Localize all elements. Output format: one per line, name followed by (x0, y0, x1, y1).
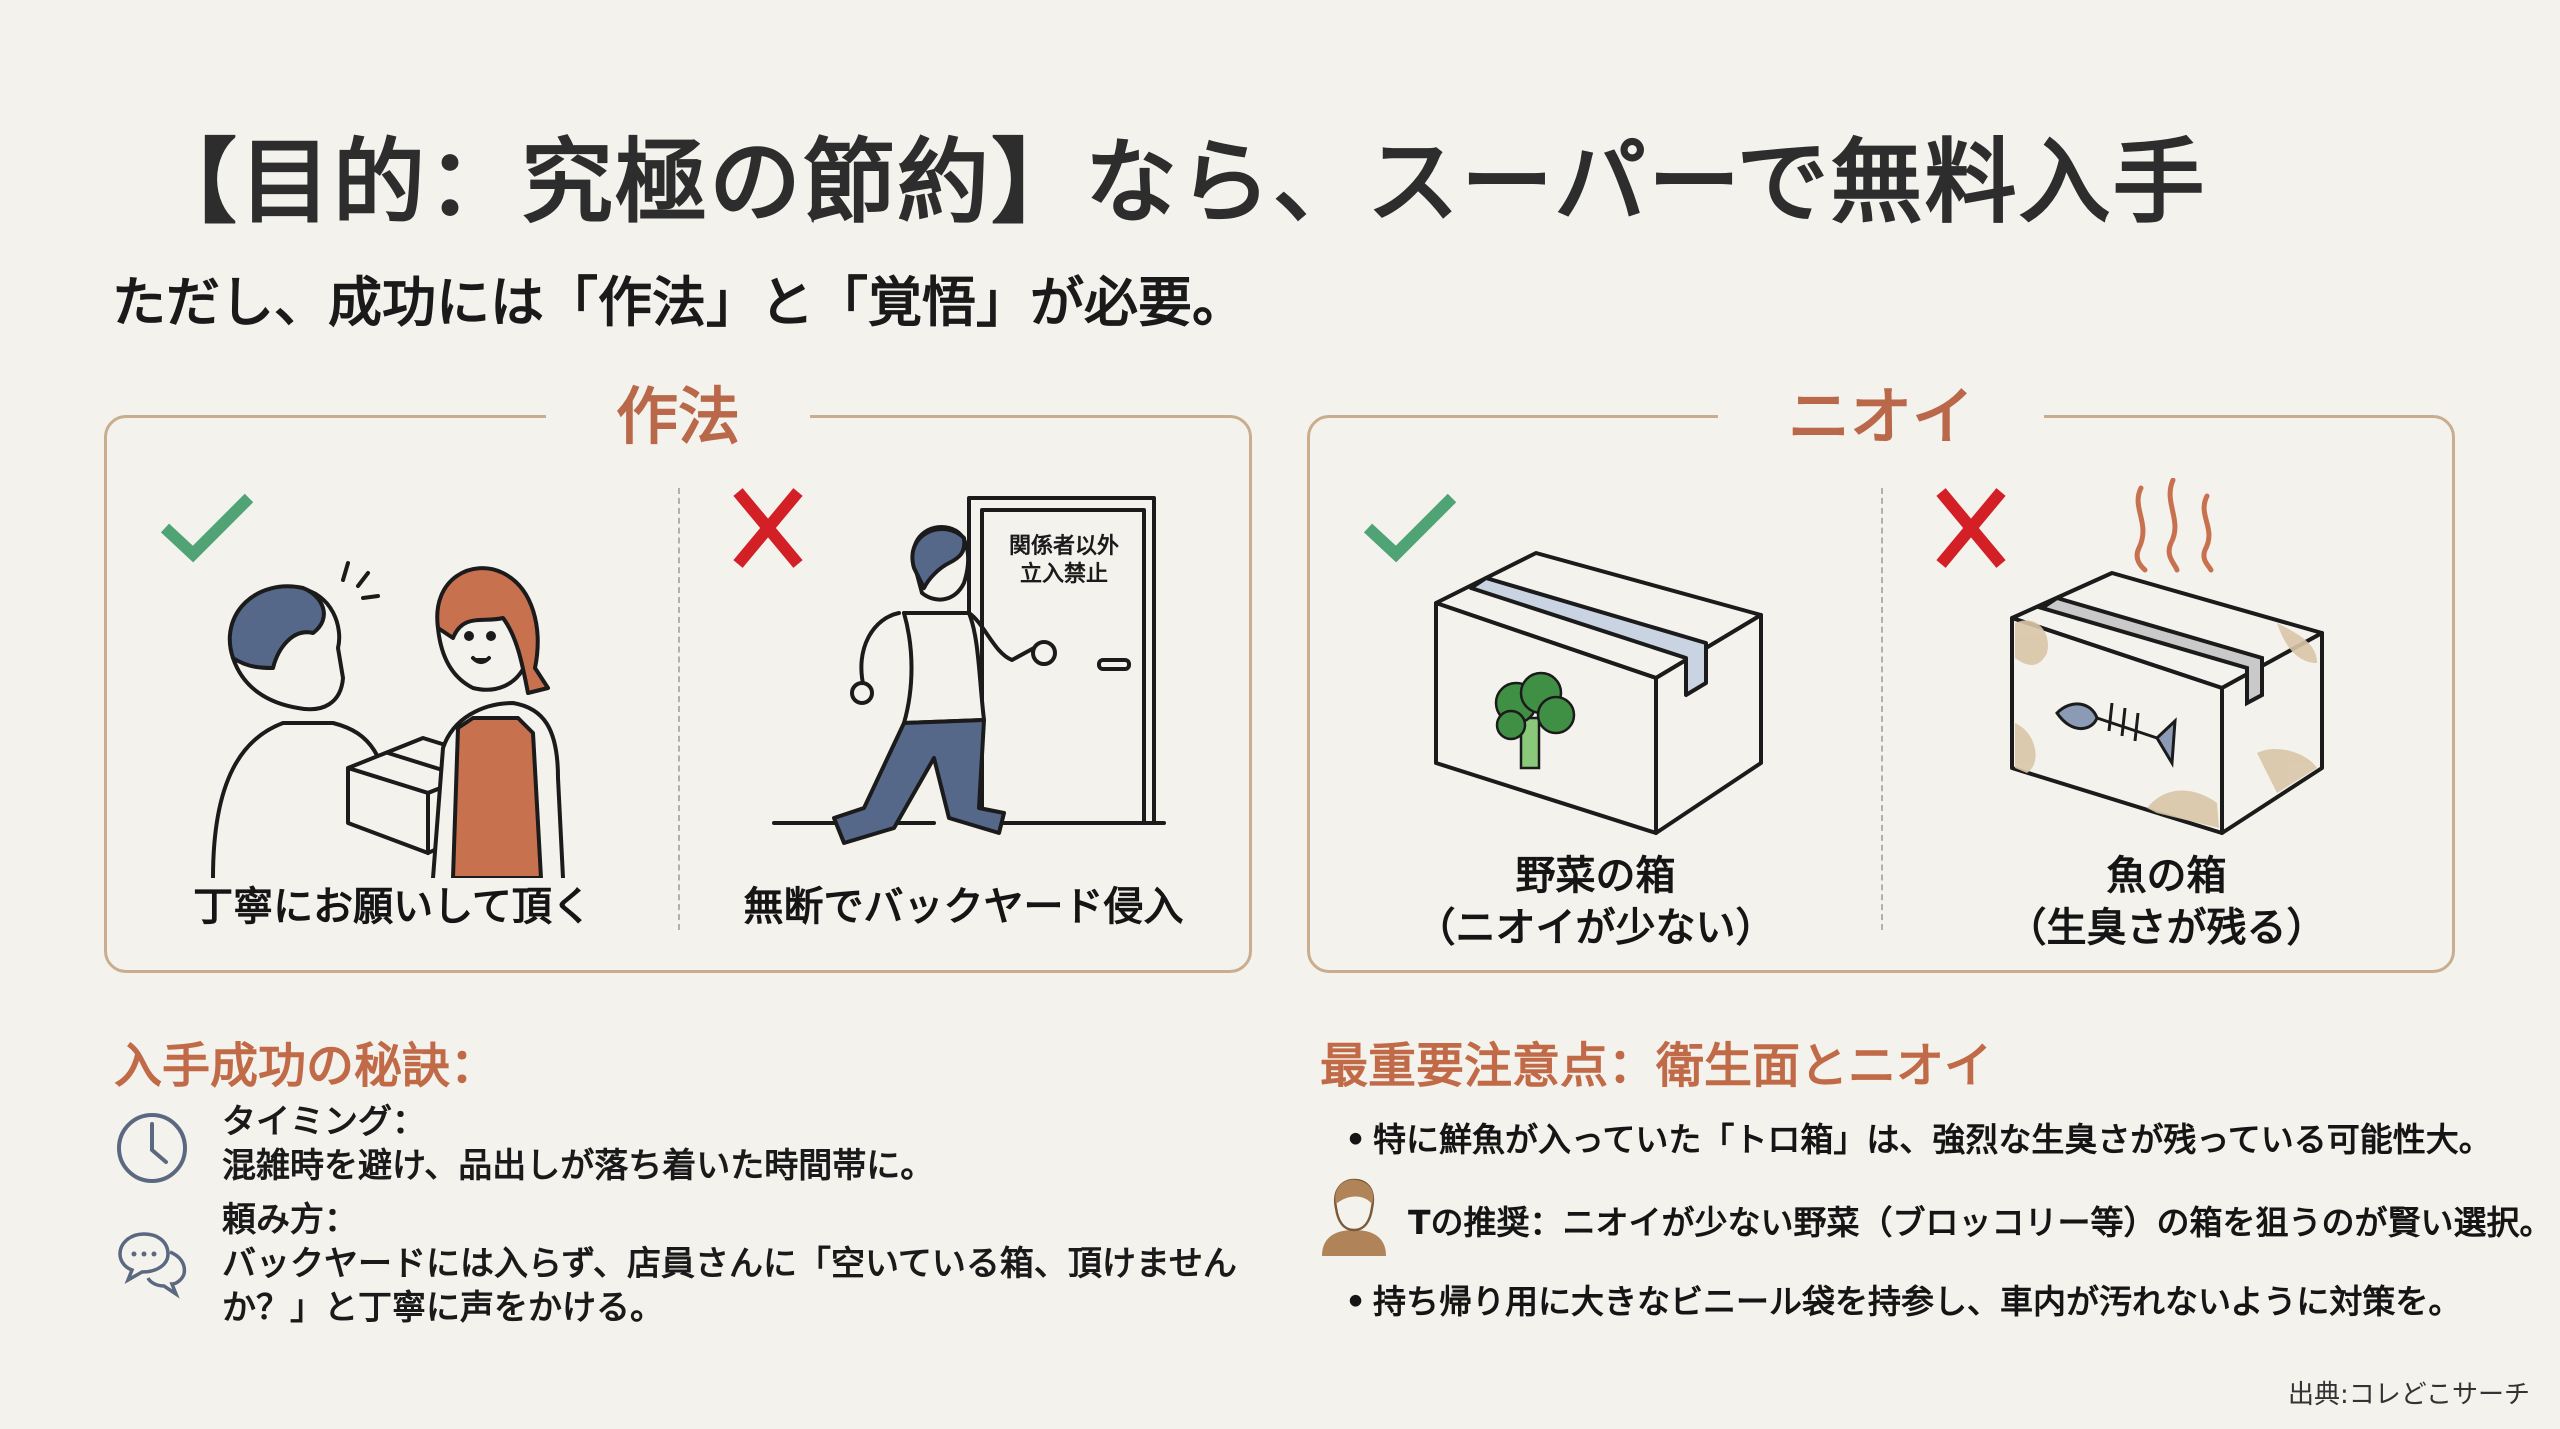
check-icon (160, 493, 254, 563)
page-title: 【目的：究極の節約】なら、スーパーで無料入手 (145, 129, 2207, 236)
manners-good-cell: 丁寧にお願いして頂く (107, 418, 678, 970)
tip-label: 頼み方： (222, 1200, 358, 1240)
recommendation-text: Tの推奨：ニオイが少ない野菜（ブロッコリー等）の箱を狙うのが賢い選択。 (1408, 1203, 2553, 1242)
panel-divider (1881, 488, 1883, 930)
chat-bubbles-icon (118, 1232, 187, 1299)
tip-text: 混雑時を避け、品出しが落ち着いた時間帯に。 (222, 1146, 935, 1186)
bullet-dot: • (1345, 1282, 1367, 1321)
bullet-dot: • (1345, 1120, 1367, 1159)
cross-icon (1936, 488, 2006, 568)
clock-icon (117, 1113, 187, 1183)
caption-line-1: 野菜の箱 (1515, 853, 1676, 899)
check-icon (1363, 493, 1457, 563)
bullet-text: 持ち帰り用に大きなビニール袋を持参し、車内が汚れないように対策を。 (1373, 1282, 2462, 1321)
panel-title-manners: 作法 (545, 366, 811, 456)
source-credit: 出典:コレどこサーチ (2288, 1380, 2530, 1410)
caption-vegetable-box: 野菜の箱 （ニオイが少ない） (1310, 850, 1881, 954)
tip-label: タイミング： (222, 1102, 426, 1142)
door-sign-line1: 関係者以外 (1008, 533, 1118, 559)
panel-odor: ニオイ 野菜の箱 （ニオイが少な (1307, 366, 2455, 973)
caution-bullet-1: •特に鮮魚が入っていた「トロ箱」は、強烈な生臭さが残っている可能性大。 (1345, 1118, 2492, 1162)
panel-title-odor: ニオイ (1717, 366, 2045, 456)
caption-line-2: （ニオイが少ない） (1415, 905, 1776, 951)
fish-box-illustration (2009, 571, 2324, 835)
cross-icon (733, 488, 803, 568)
caption-line-2: （生臭さが残る） (2006, 905, 2327, 951)
backyard-intrusion-illustration: 関係者以外 立入禁止 (771, 496, 1166, 845)
odor-good-cell: 野菜の箱 （ニオイが少ない） (1310, 418, 1881, 970)
bullet-text: 特に鮮魚が入っていた「トロ箱」は、強烈な生臭さが残っている可能性大。 (1373, 1120, 2492, 1159)
caution-bullet-2: •持ち帰り用に大きなビニール袋を持参し、車内が汚れないように対策を。 (1345, 1280, 2461, 1324)
door-sign-line2: 立入禁止 (1019, 561, 1107, 587)
caption-line-1: 魚の箱 (2106, 853, 2227, 899)
caption-fish-box: 魚の箱 （生臭さが残る） (1881, 850, 2452, 954)
odor-wave-icon (2134, 478, 2214, 573)
tips-title: 入手成功の秘訣： (114, 1038, 499, 1094)
manners-bad-cell: 関係者以外 立入禁止 無断でバックヤード侵入 (678, 418, 1249, 970)
page-subtitle: ただし、成功には「作法」と「覚悟」が必要。 (112, 271, 1246, 334)
caption-ask-politely: 丁寧にお願いして頂く (193, 884, 592, 930)
caption-backyard-intrusion: 無断でバックヤード侵入 (743, 884, 1184, 930)
tip-text: バックヤードには入らず、店員さんに「空いている箱、頂けませんか？」と丁寧に声をか… (222, 1244, 1237, 1328)
cautions-title: 最重要注意点：衛生面とニオイ (1320, 1038, 1993, 1094)
panel-divider (678, 488, 680, 930)
panel-manners: 作法 (104, 366, 1252, 973)
customer-receiving-box-illustration (210, 561, 565, 878)
vegetable-box-illustration (1433, 551, 1763, 835)
person-icon (1322, 1178, 1386, 1256)
odor-bad-cell: 魚の箱 （生臭さが残る） (1881, 418, 2452, 970)
recommendation: Tの推奨：ニオイが少ない野菜（ブロッコリー等）の箱を狙うのが賢い選択。 (1318, 1178, 2553, 1258)
